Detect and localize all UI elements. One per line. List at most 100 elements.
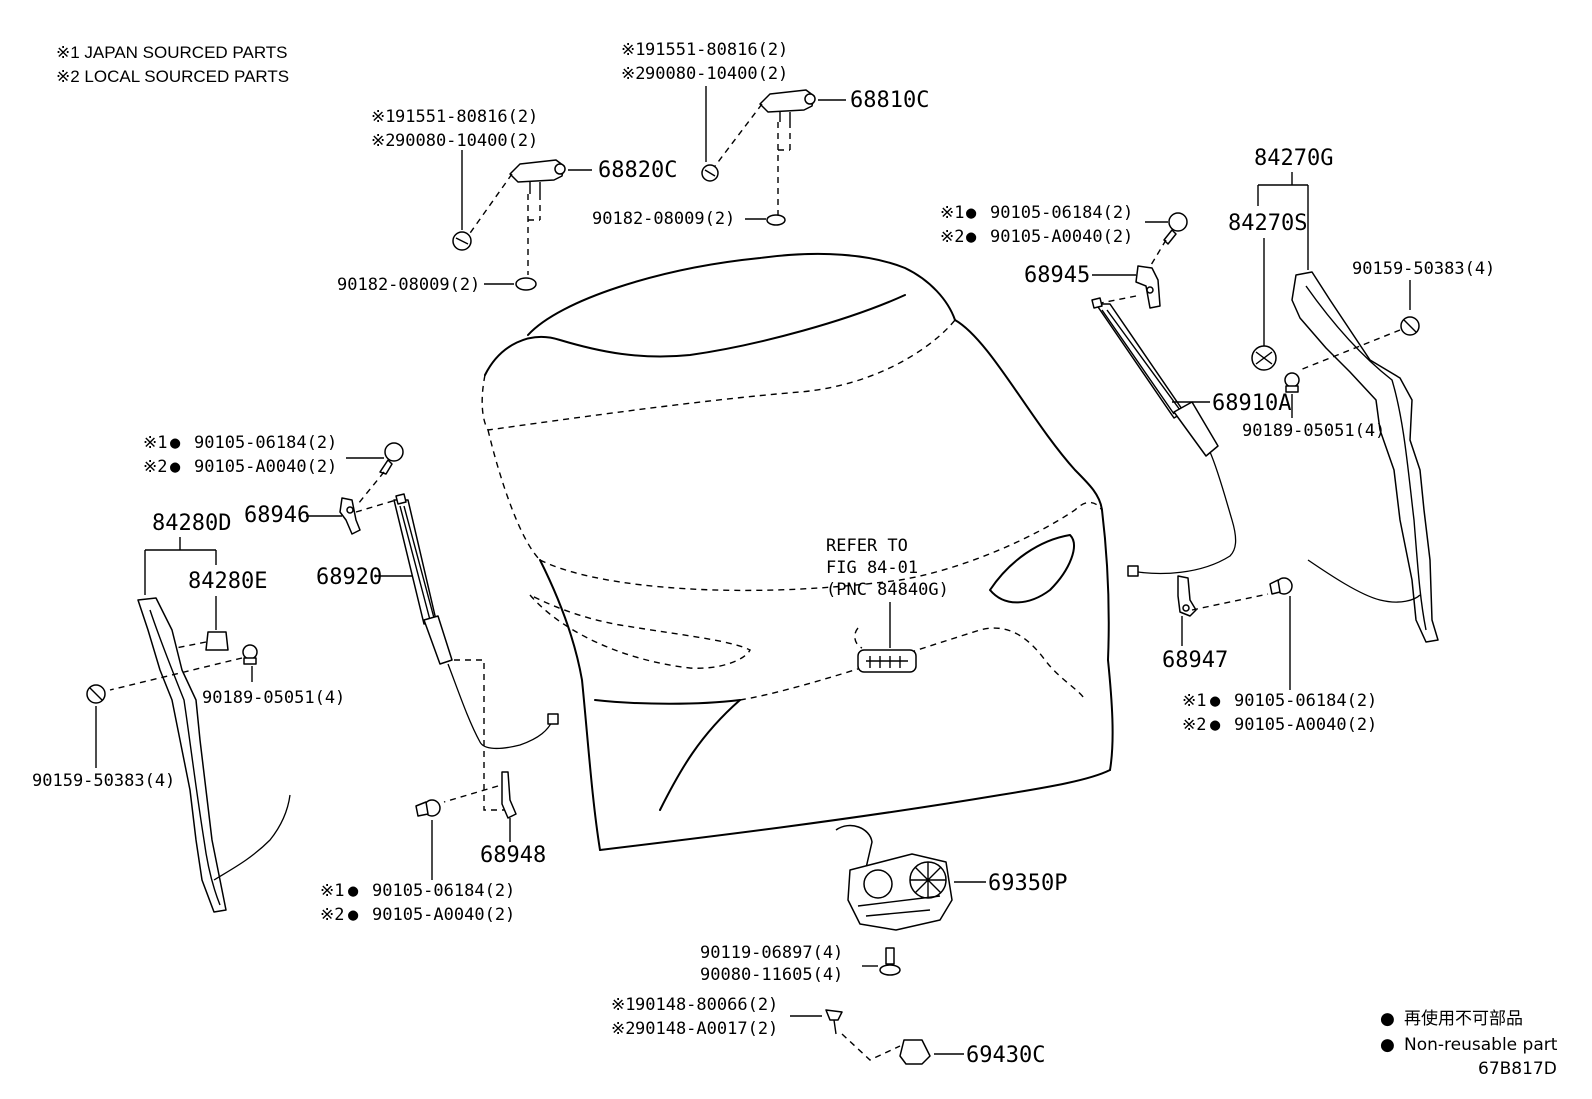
label-68947-dot2: ● <box>1210 715 1221 735</box>
bolt-icon <box>379 442 404 475</box>
refer-line-1: REFER TO <box>826 536 908 556</box>
label-90080-10400-a: 90080-10400(2) <box>645 64 788 84</box>
label-90182-08009-b: 90182-08009(2) <box>337 275 480 295</box>
label-90105-06184-d: 90105-06184(2) <box>372 881 515 901</box>
label-68820c-s1: ※1 <box>371 107 395 127</box>
legend-non-reusable-en: Non-reusable part <box>1404 1035 1558 1055</box>
label-68810c: 68810C <box>850 88 929 113</box>
label-90189-05051-a: 90189-05051(4) <box>1242 421 1385 441</box>
bolt-icon <box>1163 212 1188 245</box>
label-68946-dot1: ● <box>170 433 181 453</box>
label-68948-s1: ※1 <box>320 881 344 901</box>
note-local-sourced: ※2 LOCAL SOURCED PARTS <box>56 67 289 86</box>
refer-line-2: FIG 84-01 <box>826 558 918 578</box>
clip-icon <box>1251 345 1277 371</box>
label-68948-s2: ※2 <box>320 905 344 925</box>
side-trim-84270g <box>1291 271 1439 643</box>
label-68820c-s2: ※2 <box>371 131 395 151</box>
label-68948-dot2: ● <box>348 905 359 925</box>
label-68810c-s2: ※2 <box>621 64 645 84</box>
label-90182-08009-a: 90182-08009(2) <box>592 209 735 229</box>
bracket-68946 <box>339 497 361 535</box>
label-84280d: 84280D <box>152 511 231 536</box>
label-68948: 68948 <box>480 843 546 868</box>
legend-dot-1: ● <box>1380 1009 1395 1029</box>
label-90080-10400-b: 90080-10400(2) <box>395 131 538 151</box>
label-90148-80066: 90148-80066(2) <box>635 995 778 1015</box>
door-lock-motor-69350p <box>835 824 953 931</box>
legend-dot-2: ● <box>1380 1035 1395 1055</box>
label-68946: 68946 <box>244 503 310 528</box>
gas-strut-68920 <box>393 493 559 750</box>
back-door-panel <box>481 252 1114 851</box>
label-90105-06184-a: 90105-06184(2) <box>990 203 1133 223</box>
label-68920: 68920 <box>316 565 382 590</box>
bolt-icon <box>415 799 441 817</box>
label-90159-50383-b: 90159-50383(4) <box>32 771 175 791</box>
top-bracket-68810c <box>701 86 846 226</box>
side-trim-84280d <box>137 597 291 913</box>
label-90148-a0017: 90148-A0017(2) <box>635 1019 778 1039</box>
label-90105-a0040-c: 90105-A0040(2) <box>1234 715 1377 735</box>
label-68946-dot2: ● <box>170 457 181 477</box>
label-68946-s2: ※2 <box>143 457 167 477</box>
label-68946-s1: ※1 <box>143 433 167 453</box>
label-84270g: 84270G <box>1254 146 1333 171</box>
screw-icon <box>1400 316 1420 336</box>
label-68947-s1: ※1 <box>1182 691 1206 711</box>
label-68947-dot1: ● <box>1210 691 1221 711</box>
label-69430c-s2: ※2 <box>611 1019 635 1039</box>
label-68948-dot1: ● <box>348 881 359 901</box>
label-84280e: 84280E <box>188 569 267 594</box>
label-68820c: 68820C <box>598 158 677 183</box>
legend: ● 再使用不可部品 ● Non-reusable part 67B817D <box>1380 1008 1558 1079</box>
label-90119-06897: 90119-06897(4) <box>700 943 843 963</box>
bracket-68947 <box>1177 575 1197 617</box>
label-68945-s1: ※1 <box>940 203 964 223</box>
label-68947: 68947 <box>1162 648 1228 673</box>
label-90105-06184-c: 90105-06184(2) <box>1234 691 1377 711</box>
label-90105-a0040-b: 90105-A0040(2) <box>194 457 337 477</box>
label-91551-80816-a: 91551-80816(2) <box>645 40 788 60</box>
screw-icon <box>452 231 472 251</box>
bracket-68948 <box>501 771 517 819</box>
label-90080-11605: 90080-11605(4) <box>700 965 843 985</box>
label-69350p: 69350P <box>988 871 1067 896</box>
label-68910a: 68910A <box>1212 391 1291 416</box>
gas-strut-68910a <box>1091 297 1237 577</box>
label-90105-06184-b: 90105-06184(2) <box>194 433 337 453</box>
label-91551-80816-b: 91551-80816(2) <box>395 107 538 127</box>
label-90105-a0040-a: 90105-A0040(2) <box>990 227 1133 247</box>
label-68945-dot2: ● <box>966 227 977 247</box>
label-68945: 68945 <box>1024 263 1090 288</box>
label-68810c-s1: ※1 <box>621 40 645 60</box>
label-68947-s2: ※2 <box>1182 715 1206 735</box>
refer-line-3: (PNC 84840G) <box>826 580 949 600</box>
label-69430c-s1: ※1 <box>611 995 635 1015</box>
label-68945-s2: ※2 <box>940 227 964 247</box>
legend-non-reusable-jp: 再使用不可部品 <box>1404 1008 1523 1029</box>
clip-icon <box>205 631 229 651</box>
clip-icon <box>899 1039 931 1065</box>
screw-icon <box>825 1009 843 1035</box>
screw-icon <box>701 164 719 182</box>
top-bracket-68820c <box>452 150 592 291</box>
note-japan-sourced: ※1 JAPAN SOURCED PARTS <box>56 43 288 62</box>
clip-icon <box>242 644 258 665</box>
screw-icon <box>86 684 106 704</box>
label-90105-a0040-d: 90105-A0040(2) <box>372 905 515 925</box>
label-90159-50383-a: 90159-50383(4) <box>1352 259 1495 279</box>
door-handle <box>857 649 917 673</box>
label-68945-dot1: ● <box>966 203 977 223</box>
label-69430c: 69430C <box>966 1043 1045 1068</box>
clip-icon <box>1284 372 1300 393</box>
bolt-icon <box>1269 577 1293 595</box>
label-84270s: 84270S <box>1228 211 1307 236</box>
nut-icon <box>766 214 786 226</box>
bolt-icon <box>879 947 901 976</box>
nut-icon <box>515 277 537 291</box>
bracket-68945 <box>1135 265 1161 309</box>
label-90189-05051-b: 90189-05051(4) <box>202 688 345 708</box>
legend-code: 67B817D <box>1478 1059 1557 1079</box>
